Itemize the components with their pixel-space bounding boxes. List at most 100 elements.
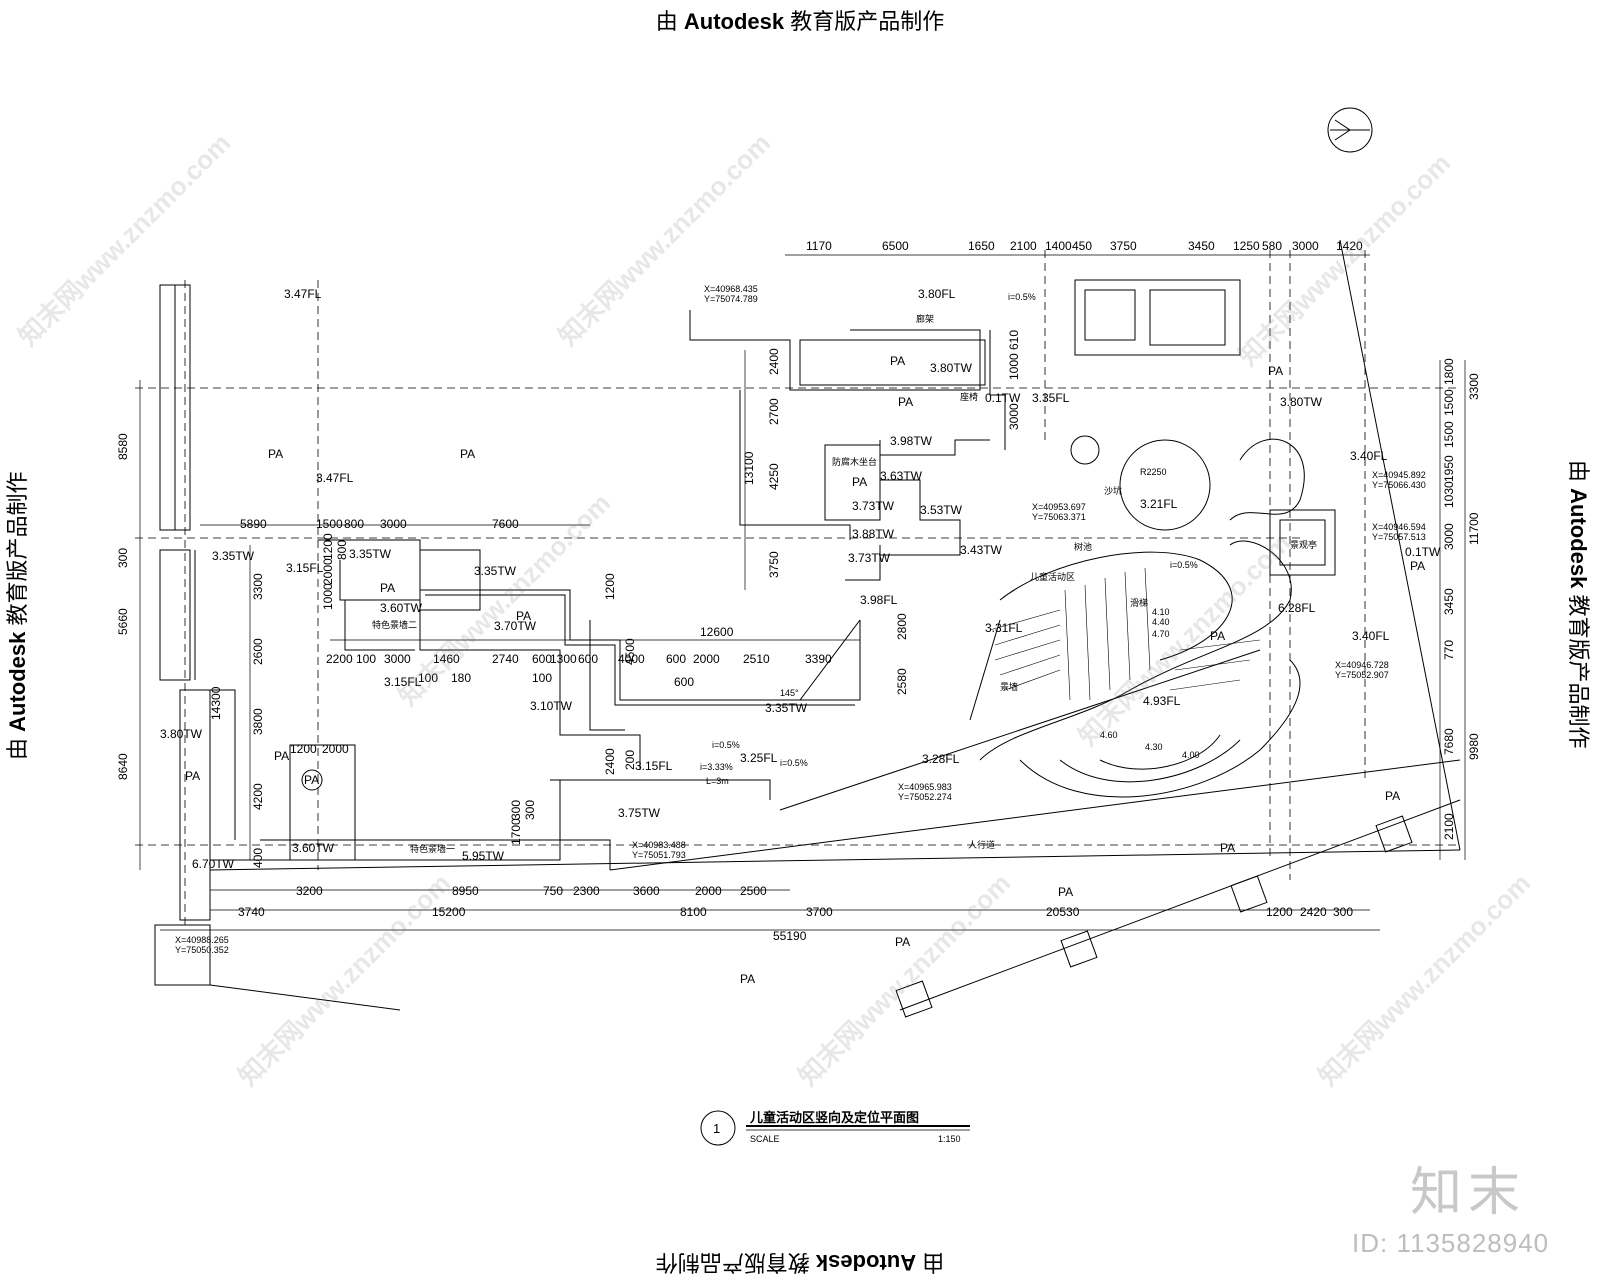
dim-label: 8640 (116, 753, 130, 780)
banner-brand: Autodesk (683, 9, 785, 34)
pergola-label: 廊架 (916, 313, 934, 324)
wall-label: 景墙 (1000, 681, 1018, 692)
dim-label: 15200 (432, 905, 466, 919)
dim-label: 2800 (895, 613, 909, 640)
dim-label: 1950 (1442, 455, 1456, 482)
dim-label: 2700 (767, 398, 781, 425)
elevation-label: 3.35TW (212, 549, 255, 563)
elevation-label: 3.80FL (918, 287, 956, 301)
dim-label: 4500 (623, 638, 637, 665)
dim-label: 20530 (1046, 905, 1080, 919)
coord-y: Y=75074.789 (704, 294, 758, 304)
dim-label: 600 (674, 675, 694, 689)
dim-label: 100 (532, 671, 552, 685)
dim-label: 180 (451, 671, 471, 685)
coord-y: Y=75052.907 (1335, 670, 1389, 680)
scale-value: 1:150 (938, 1134, 961, 1144)
elevation-label: 3.35FL (1032, 391, 1070, 405)
dim-label: 1250 (1233, 239, 1260, 253)
dimension-lines (139, 254, 1466, 931)
dim-label: 3600 (633, 884, 660, 898)
area-label: PA (460, 447, 475, 461)
feature-wall-label: 特色景墙二 (372, 619, 417, 630)
dim-label: 2600 (251, 638, 265, 665)
dim-label: 3800 (251, 708, 265, 735)
dim-label: 12600 (700, 625, 734, 639)
banner-top: 由 Autodesk 教育版产品制作 (0, 4, 1600, 36)
elevation-label: 3.28FL (922, 752, 960, 766)
dim-label: 6500 (882, 239, 909, 253)
brand-id: ID: 1135828940 (1352, 1228, 1550, 1258)
elevation-label: 3.47FL (316, 471, 354, 485)
dim-label: 800 (344, 517, 364, 531)
dim-label: 3450 (1442, 588, 1456, 615)
dim-label: 3000 (380, 517, 407, 531)
dim-label: 300 (116, 548, 130, 568)
area-label: PA (895, 935, 910, 949)
dim-label: 1400 (1045, 239, 1072, 253)
elevation-label: 6.28FL (1278, 601, 1316, 615)
dim-label: 5890 (240, 517, 267, 531)
elevation-label: 3.70TW (494, 619, 537, 633)
brand-logo: 知末 (1410, 1164, 1527, 1222)
dim-label: 300 (523, 800, 537, 820)
dim-label: 3700 (806, 905, 833, 919)
coord-y: Y=75052.274 (898, 792, 952, 802)
left-building (154, 284, 211, 986)
dim-label: 7600 (492, 517, 519, 531)
dim-label: 3390 (805, 652, 832, 666)
bench-label: 座椅 (960, 391, 978, 402)
elevation-label: 3.35TW (349, 547, 392, 561)
dim-label: 1200 (603, 573, 617, 600)
dim-label: 3000 (1292, 239, 1319, 253)
zone-label: 儿童活动区 (1030, 571, 1075, 582)
elevation-label: 3.53TW (920, 503, 963, 517)
dim-label: 3740 (238, 905, 265, 919)
coord-y: Y=75063.371 (1032, 512, 1086, 522)
elevation-label: 3.98TW (890, 434, 933, 448)
dim-label: 4250 (767, 463, 781, 490)
dim-label: 1460 (433, 652, 460, 666)
dim-label: 1030 (1442, 481, 1456, 508)
dim-label: 2510 (743, 652, 770, 666)
area-label: PA (1410, 559, 1425, 573)
contour-label: 4.60 (1100, 730, 1118, 740)
dim-label: 2300 (573, 884, 600, 898)
text-labels: 1170 6500 1650 2100 1400 450 3750 3450 1… (116, 239, 1481, 1144)
dim-label: 1200 (1266, 905, 1293, 919)
dim-label: 450 (1072, 239, 1092, 253)
dim-label: 2740 (492, 652, 519, 666)
dim-label: 3300 (251, 573, 265, 600)
dim-label: 2000 (321, 558, 335, 585)
area-label: PA (380, 581, 395, 595)
coord-x: X=40988.265 (175, 935, 229, 945)
banner-prefix: 由 (655, 9, 678, 34)
dim-label: 8100 (680, 905, 707, 919)
dim-label: 1500 (1442, 389, 1456, 416)
contour-label: 4.10 (1152, 607, 1170, 617)
north-terrace (689, 310, 1006, 581)
elevation-label: 3.10TW (530, 699, 573, 713)
dim-label: 2400 (603, 748, 617, 775)
dim-label: 2500 (740, 884, 767, 898)
dim-label: 1170 (806, 239, 832, 253)
area-label: PA (1210, 629, 1225, 643)
elevation-label: 3.60TW (380, 601, 423, 615)
dim-label: 8950 (452, 884, 479, 898)
banner-suffix: 教育版产品制作 (790, 9, 945, 34)
dim-label: 1500 (1442, 421, 1456, 448)
elevation-label: 0.1TW (1405, 545, 1441, 559)
dim-label: 2100 (1442, 813, 1456, 840)
dim-label: 5660 (116, 608, 130, 635)
coord-y: Y=75050.352 (175, 945, 229, 955)
feature-wall-label: 特色景墙一 (410, 843, 455, 854)
dim-label: 3300 (1467, 373, 1481, 400)
dim-label: 13100 (742, 451, 756, 485)
area-label: PA (268, 447, 283, 461)
dim-label: 100 (418, 671, 438, 685)
dim-label: 1200 (290, 742, 317, 756)
dim-label: 3000 (1442, 523, 1456, 550)
area-label: PA (304, 773, 319, 787)
dim-label: 1700 (509, 818, 523, 845)
dim-label: 2580 (895, 668, 909, 695)
